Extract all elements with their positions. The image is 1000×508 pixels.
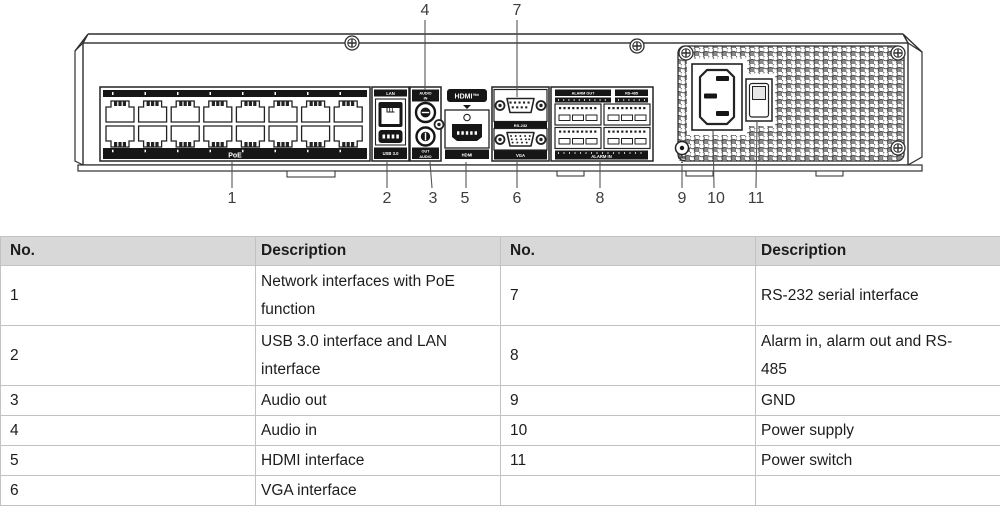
cell-desc: USB 3.0 interface and LAN interface: [255, 325, 501, 386]
callout-10: 10: [707, 190, 725, 207]
rear-panel-diagram: PoE LAN USB 3.0 AUDIO IN: [74, 2, 923, 207]
cell-no: 5: [0, 445, 256, 476]
table-row: 4 Audio in 10 Power supply: [0, 415, 1000, 446]
usb-port-icon: [378, 130, 403, 143]
cell-no: 8: [500, 325, 756, 386]
cell-no: [500, 475, 756, 506]
screw-icon: [344, 35, 360, 51]
cell-desc: Power supply: [755, 415, 1000, 446]
callout-6: 6: [513, 190, 522, 207]
callout-numbers: 4 7 1 2 3 5 6 8 9 10 11: [228, 2, 765, 207]
callout-8: 8: [596, 190, 605, 207]
callout-11: 11: [748, 190, 765, 207]
vga-label: VGA: [516, 153, 525, 158]
callout-lines: [231, 20, 758, 189]
audio-block: AUDIO IN OUT AUDIO: [409, 86, 445, 162]
usb-label: USB 3.0: [383, 151, 399, 156]
alarm-terminal-block: ALARM OUT RS-485 ALARM IN: [550, 86, 654, 162]
cell-desc: [755, 475, 1000, 506]
audio-top-label: AUDIO: [419, 92, 431, 96]
cell-desc: Alarm in, alarm out and RS-485: [755, 325, 1000, 386]
table-row: 2 USB 3.0 interface and LAN interface 8 …: [0, 325, 1000, 386]
header-desc-left: Description: [255, 236, 501, 266]
callout-7: 7: [513, 2, 522, 19]
callout-4: 4: [421, 2, 430, 19]
audio-out-jack: [415, 126, 436, 147]
cell-no: 9: [500, 385, 756, 416]
callout-2: 2: [383, 190, 392, 207]
audio-in-jack: [414, 101, 437, 124]
cell-no: 1: [0, 265, 256, 326]
table-row: 1 Network interfaces with PoE function 7…: [0, 265, 1000, 326]
rs232-port-icon: [494, 97, 547, 114]
table-row: 6 VGA interface: [0, 475, 1000, 506]
cell-no: 7: [500, 265, 756, 326]
rs232-label: RS-232: [514, 123, 528, 128]
cell-no: 4: [0, 415, 256, 446]
serial-vga-block: RS-232 VGA: [491, 86, 550, 162]
screw-icon: [678, 45, 694, 61]
cell-desc: Power switch: [755, 445, 1000, 476]
cell-no: 11: [500, 445, 756, 476]
cell-desc: VGA interface: [255, 475, 501, 506]
header-no-left: No.: [0, 236, 256, 266]
power-inlet-socket: [691, 63, 743, 131]
hdmi-logo: HDMI™: [455, 94, 480, 101]
table-row: 5 HDMI interface 11 Power switch: [0, 445, 1000, 476]
table-header-row: No. Description No. Description: [0, 236, 1000, 266]
cell-desc: GND: [755, 385, 1000, 416]
poe-label: PoE: [228, 153, 242, 160]
cell-desc: RS-232 serial interface: [755, 265, 1000, 326]
header-desc-right: Description: [755, 236, 1000, 266]
power-switch: [745, 78, 773, 122]
power-section: [674, 45, 906, 163]
lan-usb-block: LAN USB 3.0: [371, 86, 410, 162]
alarm-out-label: ALARM OUT: [572, 92, 595, 96]
alarm-in-label: ALARM IN: [591, 154, 611, 159]
table-row: 3 Audio out 9 GND: [0, 385, 1000, 416]
hdmi-label: HDMI: [462, 153, 473, 158]
rs485-label: RS-485: [625, 92, 638, 96]
screw-icon: [890, 140, 906, 156]
hdmi-port-icon: [452, 124, 482, 141]
screw-icon: [890, 45, 906, 61]
vga-port-icon: [494, 131, 547, 147]
screw-icon: [433, 119, 445, 130]
cell-no: 2: [0, 325, 256, 386]
rear-panel-figure: PoE LAN USB 3.0 AUDIO IN: [0, 0, 1000, 232]
cell-desc: Audio in: [255, 415, 501, 446]
chassis-feet: [286, 170, 844, 178]
audio-bottom-label: AUDIO: [419, 155, 431, 159]
cell-desc: Network interfaces with PoE function: [255, 265, 501, 326]
cell-desc: Audio out: [255, 385, 501, 416]
cell-no: 6: [0, 475, 256, 506]
audio-in-label: IN: [424, 97, 428, 101]
audio-out-label: OUT: [421, 150, 430, 154]
callout-9: 9: [678, 190, 687, 207]
poe-port-block: PoE: [99, 86, 371, 162]
hdmi-block: HDMI™ HDMI: [444, 89, 490, 159]
callout-5: 5: [461, 190, 470, 207]
cell-desc: HDMI interface: [255, 445, 501, 476]
screw-hole: [463, 113, 471, 122]
lan-port-icon: [378, 102, 403, 127]
description-table: No. Description No. Description 1 Networ…: [0, 236, 1000, 506]
callout-3: 3: [429, 190, 438, 207]
header-no-right: No.: [500, 236, 756, 266]
gnd-screw-icon: [674, 140, 690, 163]
cell-no: 3: [0, 385, 256, 416]
lan-label: LAN: [386, 91, 395, 96]
callout-1: 1: [228, 190, 237, 207]
screw-icon: [629, 38, 645, 54]
chassis-bottom-edge: [77, 164, 923, 172]
hdmi-arrow-icon: [463, 105, 471, 109]
cell-no: 10: [500, 415, 756, 446]
